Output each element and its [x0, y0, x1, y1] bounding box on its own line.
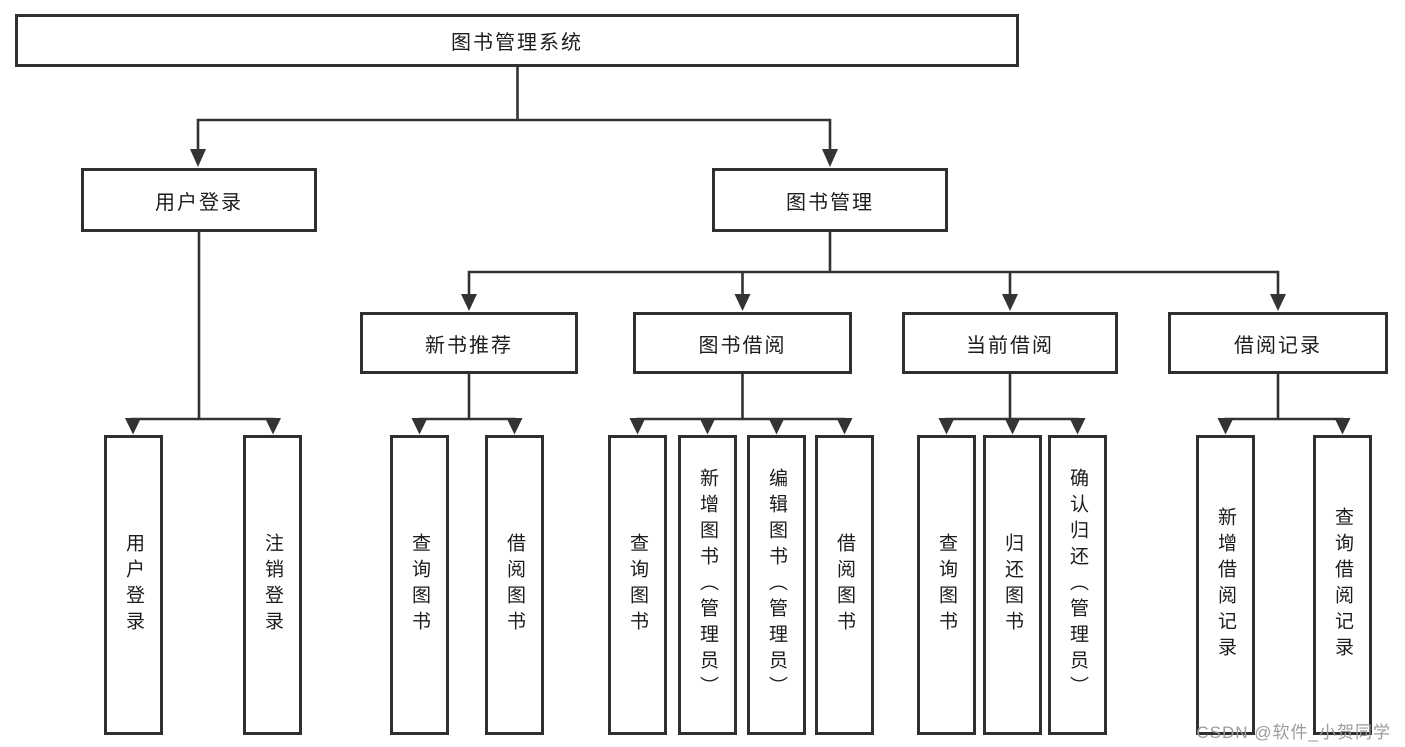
- node-root: 图书管理系统: [15, 14, 1019, 67]
- leaf-add-borrow-record: 新增借阅记录: [1196, 435, 1255, 735]
- node-user-login: 用户登录: [81, 168, 317, 232]
- leaf-add-books-admin: 新增图书（管理员）: [678, 435, 737, 735]
- leaf-query-borrow-record: 查询借阅记录: [1313, 435, 1372, 735]
- leaf-logout: 注销登录: [243, 435, 302, 735]
- leaf-confirm-return-admin: 确认归还（管理员）: [1048, 435, 1107, 735]
- watermark: CSDN @软件_小贺同学: [1196, 723, 1391, 742]
- leaf-edit-books-admin: 编辑图书（管理员）: [747, 435, 806, 735]
- node-current-borrowing: 当前借阅: [902, 312, 1118, 374]
- leaf-query-books-borrowing: 查询图书: [608, 435, 667, 735]
- leaf-query-books-current: 查询图书: [917, 435, 976, 735]
- node-book-borrowing: 图书借阅: [633, 312, 852, 374]
- leaf-borrow-books: 借阅图书: [815, 435, 874, 735]
- node-book-management: 图书管理: [712, 168, 948, 232]
- leaf-user-login: 用户登录: [104, 435, 163, 735]
- node-new-book-recommendation: 新书推荐: [360, 312, 578, 374]
- leaf-return-books: 归还图书: [983, 435, 1042, 735]
- node-borrowing-records: 借阅记录: [1168, 312, 1388, 374]
- leaf-query-books-recommend: 查询图书: [390, 435, 449, 735]
- leaf-borrow-books-recommend: 借阅图书: [485, 435, 544, 735]
